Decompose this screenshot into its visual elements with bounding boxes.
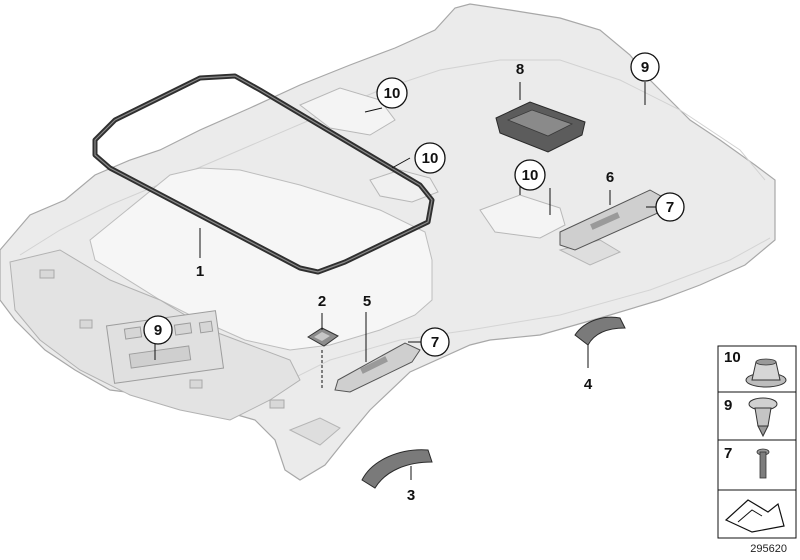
callout-7-b: 7: [420, 327, 450, 357]
clip-icon: [748, 397, 778, 438]
callout-4: 4: [584, 376, 593, 393]
legend-label-9: 9: [724, 397, 732, 414]
callout-1: 1: [196, 263, 204, 280]
callout-6: 6: [606, 169, 614, 186]
svg-text:9: 9: [154, 322, 162, 339]
callout-5: 5: [363, 293, 371, 310]
legend-label-7: 7: [724, 445, 732, 462]
svg-text:10: 10: [384, 85, 401, 102]
svg-text:7: 7: [666, 199, 674, 216]
callout-10-c: 10: [514, 159, 546, 191]
svg-text:10: 10: [422, 150, 439, 167]
direction-arrow-icon: [724, 499, 785, 533]
callout-10-a: 10: [376, 77, 408, 109]
callout-7-a: 7: [655, 192, 685, 222]
callout-9-a: 9: [630, 52, 660, 82]
part-3-grab-handle: [361, 449, 433, 489]
callout-3: 3: [407, 487, 415, 504]
callout-9-b: 9: [143, 315, 173, 345]
svg-text:9: 9: [641, 59, 649, 76]
diagram-id: 295620: [750, 543, 787, 555]
callouts: 1 2 3 4 5 6 8 7 7 9 9 10 10: [143, 52, 685, 504]
callout-10-b: 10: [414, 142, 446, 174]
part-2-light: [307, 327, 339, 347]
part-8-unit: [495, 101, 586, 153]
part-5-bracket: [334, 342, 421, 393]
fastener-legend: 10 9 7: [717, 345, 797, 539]
sunroof-seal: [92, 73, 435, 275]
legend-label-10: 10: [724, 349, 741, 366]
nut-icon: [745, 358, 787, 388]
svg-text:7: 7: [431, 334, 439, 351]
svg-text:10: 10: [522, 167, 539, 184]
callout-8: 8: [516, 61, 524, 78]
rivet-icon: [756, 448, 770, 479]
callout-2: 2: [318, 293, 326, 310]
part-4-grab-handle: [574, 316, 626, 346]
leader-lines: [154, 82, 658, 480]
